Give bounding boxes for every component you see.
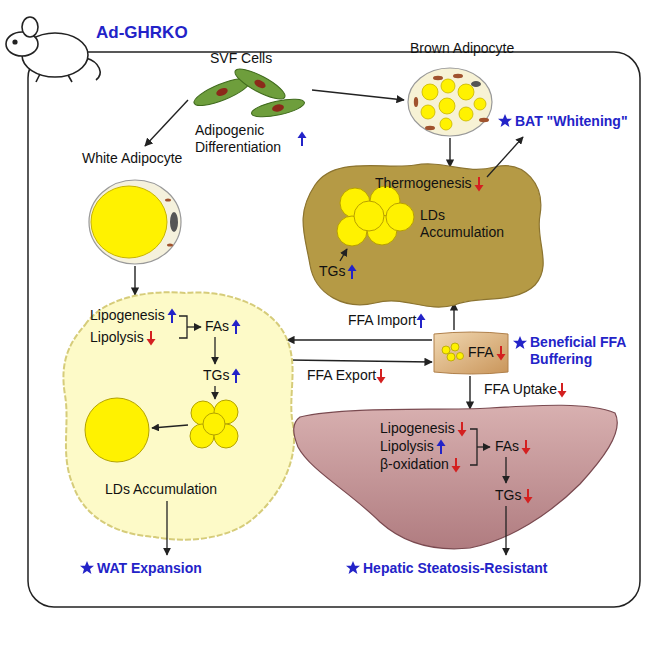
node-text: Lipogenesis bbox=[380, 420, 455, 437]
flow-label: FFA Uptake bbox=[482, 381, 569, 398]
text-row: Brown Adipocyte bbox=[410, 40, 514, 57]
frame bbox=[28, 52, 640, 607]
flow-arrow bbox=[469, 376, 470, 409]
flow-arrow bbox=[289, 360, 432, 362]
edge-label: FFA Export bbox=[307, 367, 376, 384]
node-text: Thermogenesis bbox=[375, 175, 472, 192]
decrease-arrow bbox=[523, 488, 533, 504]
text-row: β-oxidation bbox=[380, 456, 461, 473]
increase-arrow bbox=[416, 313, 426, 329]
mouse-icon bbox=[6, 17, 100, 82]
white-adipose-tissue: LipogenesisLipolysis FAsTGsLDs Accumulati… bbox=[55, 285, 295, 550]
text-row: Lipogenesis bbox=[380, 420, 467, 437]
node-text: Adipogenic Differentiation bbox=[195, 122, 295, 156]
text-row: TGs bbox=[203, 367, 241, 384]
increase-arrow bbox=[167, 308, 177, 324]
edge-label: FFA Uptake bbox=[484, 381, 557, 398]
text-row: LDs Accumulation bbox=[420, 207, 520, 241]
node-text: FAs bbox=[495, 438, 519, 455]
increase-arrow bbox=[231, 319, 241, 335]
node-text: β-oxidation bbox=[380, 456, 449, 473]
text-row: Lipolysis bbox=[90, 329, 156, 346]
decrease-arrow bbox=[376, 368, 386, 384]
liver: LipogenesisLipolysisβ-oxidation FAsTGs bbox=[290, 402, 625, 554]
key-finding: Hepatic Steatosis-Resistant bbox=[363, 560, 547, 577]
text-row: TGs bbox=[319, 263, 357, 280]
node-text: LDs Accumulation bbox=[420, 207, 520, 241]
white-adipocyte: White Adipocyte bbox=[70, 150, 210, 268]
node-text: TGs bbox=[203, 367, 229, 384]
decrease-arrow bbox=[557, 382, 567, 398]
svf-cells: SVF CellsAdipogenic Differentiation bbox=[180, 48, 315, 168]
decrease-arrow bbox=[146, 330, 156, 346]
liver-shape bbox=[290, 402, 625, 554]
text-row: Lipogenesis bbox=[90, 307, 177, 324]
flow-arrow bbox=[287, 339, 432, 340]
node-text: LDs Accumulation bbox=[105, 481, 217, 498]
key-finding: BAT "Whitening" bbox=[515, 113, 628, 130]
text-row: White Adipocyte bbox=[82, 150, 182, 167]
flow-arrow bbox=[312, 90, 404, 100]
flow-arrow bbox=[453, 303, 454, 330]
decrease-arrow bbox=[521, 439, 531, 455]
increase-arrow bbox=[436, 439, 446, 455]
text-row: SVF Cells bbox=[210, 50, 272, 67]
node-text: Lipolysis bbox=[90, 329, 144, 346]
node-text: FFA bbox=[468, 344, 494, 361]
decrease-arrow bbox=[474, 176, 484, 192]
increase-arrow bbox=[297, 131, 307, 147]
node-text: TGs bbox=[495, 487, 521, 504]
white-adipocyte-shape bbox=[70, 150, 210, 268]
ffa-pool: FFA bbox=[432, 330, 510, 376]
decrease-arrow bbox=[451, 457, 461, 473]
text-row: Lipolysis bbox=[380, 438, 446, 455]
decrease-arrow bbox=[457, 421, 467, 437]
model-name: Ad-GHRKO bbox=[96, 24, 188, 41]
text-row: TGs bbox=[495, 487, 533, 504]
node-text: Lipolysis bbox=[380, 438, 434, 455]
flow-arrow bbox=[145, 100, 188, 146]
node-text: SVF Cells bbox=[210, 50, 272, 67]
key-finding: Beneficial FFA Buffering bbox=[530, 334, 638, 368]
text-row: Adipogenic Differentiation bbox=[195, 122, 307, 156]
text-row: FAs bbox=[495, 438, 531, 455]
flow-label: FFA Export bbox=[305, 367, 388, 384]
node-text: Brown Adipocyte bbox=[410, 40, 514, 57]
text-row: LDs Accumulation bbox=[105, 481, 217, 498]
node-text: FAs bbox=[205, 318, 229, 335]
text-row: Thermogenesis bbox=[375, 175, 484, 192]
increase-arrow bbox=[231, 368, 241, 384]
node-text: TGs bbox=[319, 263, 345, 280]
increase-arrow bbox=[347, 264, 357, 280]
key-finding: WAT Expansion bbox=[97, 560, 202, 577]
edge-label: FFA Import bbox=[348, 312, 416, 329]
text-row: FAs bbox=[205, 318, 241, 335]
decrease-arrow bbox=[496, 345, 506, 361]
node-text: White Adipocyte bbox=[82, 150, 182, 167]
brown-adipose-tissue: ThermogenesisLDs AccumulationTGs bbox=[295, 145, 555, 310]
node-text: Lipogenesis bbox=[90, 307, 165, 324]
text-row: FFA bbox=[468, 344, 506, 361]
white-adipose-tissue-shape bbox=[55, 285, 295, 550]
flow-label: FFA Import bbox=[346, 312, 428, 329]
flow-arrow bbox=[134, 266, 135, 295]
flow-arrow bbox=[449, 138, 450, 167]
